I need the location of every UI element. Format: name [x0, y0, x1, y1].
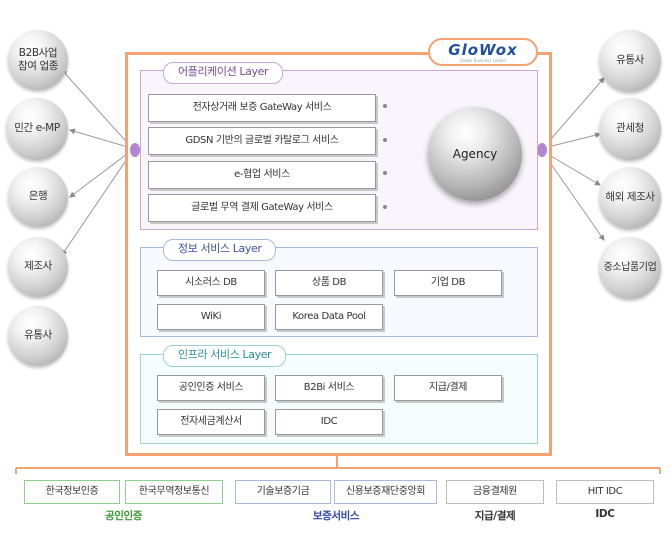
- app-service-2: GDSN 기반의 글로벌 카탈로그 서비스: [148, 127, 376, 155]
- link-right-3: [543, 151, 601, 186]
- info-service-4: WiKi: [157, 304, 265, 330]
- infra-service-5: IDC: [275, 409, 383, 435]
- left-node-bank: 은행: [8, 167, 68, 227]
- link-dot: [383, 104, 387, 108]
- left-junction: [130, 143, 140, 157]
- info-layer-title: 정보 서비스 Layer: [163, 239, 277, 261]
- left-node-maker: 제조사: [8, 237, 68, 297]
- infra-service-2: B2Bi 서비스: [275, 375, 383, 401]
- partner-box-4: 신용보증재단중앙회: [334, 480, 437, 504]
- link-dot: [383, 205, 387, 209]
- infra-service-3: 지급/결제: [394, 375, 502, 401]
- partner-box-6: HIT IDC: [556, 480, 654, 504]
- link-dot: [383, 138, 387, 142]
- info-service-1: 시소러스 DB: [157, 270, 265, 296]
- infra-service-4: 전자세금계산서: [157, 409, 265, 435]
- link-left-1: [61, 69, 132, 148]
- link-left-4: [61, 152, 132, 256]
- app-service-4: 글로벌 무역 결제 GateWay 서비스: [148, 194, 376, 222]
- group-label-idc: IDC: [595, 508, 615, 520]
- partner-box-5: 금융결제원: [446, 480, 544, 504]
- link-left-3: [69, 150, 132, 198]
- left-node-distributor: 유통사: [8, 306, 68, 366]
- link-right-2: [543, 132, 601, 150]
- group-label-cert: 공인인증: [104, 510, 143, 522]
- left-node-b2b: B2B사업 참여 업종: [8, 30, 68, 90]
- app-service-1: 전자상거래 보증 GateWay 서비스: [148, 94, 376, 122]
- link-left-2: [69, 128, 132, 150]
- left-node-emp: 민간 e-MP: [6, 98, 68, 160]
- partner-box-1: 한국정보인증: [24, 480, 120, 504]
- group-label-payment: 지급/결제: [474, 510, 516, 522]
- partner-box-3: 기술보증기금: [235, 480, 331, 504]
- infra-service-1: 공인인증 서비스: [157, 375, 265, 401]
- right-node-sme-supplier: 중소납품기업: [599, 237, 661, 299]
- agency-node: Agency: [428, 107, 522, 201]
- link-right-1: [543, 77, 605, 148]
- link-right-4: [543, 153, 605, 241]
- right-node-overseas-maker: 해외 제조사: [599, 167, 661, 229]
- right-node-customs: 관세청: [599, 98, 661, 160]
- app-service-3: e-협업 서비스: [148, 161, 376, 189]
- info-service-2: 상품 DB: [275, 270, 383, 296]
- right-junction: [537, 143, 547, 157]
- right-node-distributor: 유통사: [599, 30, 661, 92]
- group-label-guarantee: 보증서비스: [312, 510, 360, 522]
- glowox-logo: GloWox Global Business Leader: [428, 38, 538, 66]
- link-dot: [383, 171, 387, 175]
- application-layer-title: 어플리케이션 Layer: [163, 62, 284, 84]
- partner-box-2: 한국무역정보통신: [125, 480, 223, 504]
- info-service-5: Korea Data Pool: [275, 304, 383, 330]
- infra-layer-title: 인프라 서비스 Layer: [163, 345, 287, 367]
- info-service-3: 기업 DB: [394, 270, 502, 296]
